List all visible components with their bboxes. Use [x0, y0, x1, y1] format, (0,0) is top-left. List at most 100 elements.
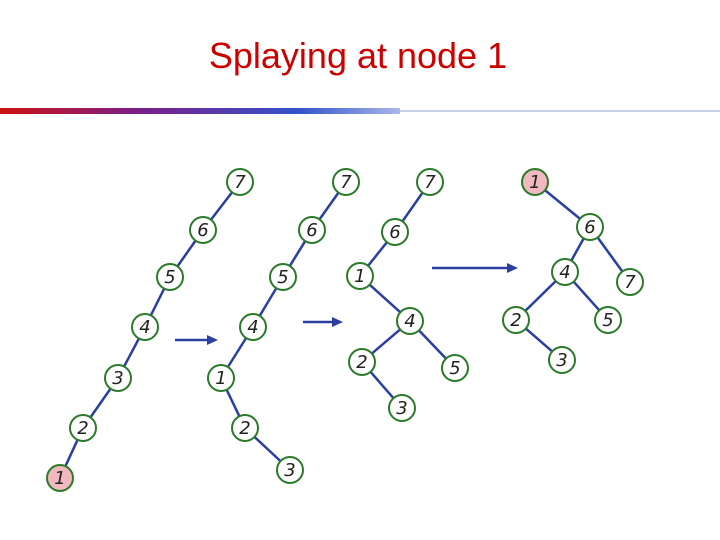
tree-3-edge [417, 329, 448, 360]
tree-4-node-2: 2 [502, 306, 530, 334]
tree-3-node-circle [348, 348, 376, 376]
tree-3-edge [370, 328, 402, 355]
tree-3-node-1: 1 [346, 262, 374, 290]
tree-3-edge [401, 191, 424, 223]
tree-1-node-6: 6 [189, 216, 217, 244]
tree-3-node-3: 3 [388, 394, 416, 422]
tree-3-node-circle [388, 394, 416, 422]
tree-2-node-7: 7 [332, 168, 360, 196]
tree-3-node-label: 7 [424, 172, 436, 193]
arrow-2 [303, 317, 343, 327]
tree-2-node-circle [298, 216, 326, 244]
tree-1-node-7: 7 [226, 168, 254, 196]
tree-2-node-label: 3 [284, 460, 295, 481]
tree-3-node-label: 2 [356, 352, 367, 373]
tree-3-edge [369, 370, 395, 400]
tree-2-edge [253, 435, 282, 463]
arrow-3 [432, 263, 518, 273]
tree-2-edge [288, 239, 307, 268]
tree-1-node-label: 6 [197, 220, 208, 241]
tree-3-node-label: 1 [354, 266, 365, 287]
tree-2-node-circle [207, 364, 235, 392]
arrows-layer [175, 263, 518, 345]
tree-4-edge [570, 237, 585, 262]
tree-4-node-label: 5 [602, 310, 613, 331]
tree-2-node-label: 5 [277, 267, 288, 288]
tree-3-node-5: 5 [441, 354, 469, 382]
tree-3-node-label: 5 [449, 358, 460, 379]
tree-2-node-3: 3 [276, 456, 304, 484]
tree-4-node-7: 7 [616, 268, 644, 296]
tree-4-node-circle [502, 306, 530, 334]
tree-4-edge [596, 236, 624, 273]
tree-1-node-circle [104, 364, 132, 392]
tree-4-node-6: 6 [576, 213, 604, 241]
tree-4-node-5: 5 [594, 306, 622, 334]
tree-1-node-label: 4 [139, 317, 150, 338]
tree-1-node-label: 3 [112, 368, 123, 389]
tree-1-node-2: 2 [69, 414, 97, 442]
tree-2-node-circle [276, 456, 304, 484]
tree-3-node-circle [441, 354, 469, 382]
tree-2-edge [225, 388, 241, 418]
tree-2-node-label: 1 [215, 368, 226, 389]
tree-4-node-label: 1 [529, 172, 540, 193]
tree-1-node-4: 4 [131, 313, 159, 341]
tree-3-node-label: 6 [389, 222, 400, 243]
tree-2-node-circle [269, 263, 297, 291]
tree-1-node-5: 5 [156, 263, 184, 291]
tree-4-edge [543, 188, 582, 221]
tree-2-node-label: 4 [247, 317, 258, 338]
tree-2-edge [226, 336, 248, 369]
tree-1-node-circle [46, 464, 74, 492]
tree-2-node-circle [332, 168, 360, 196]
tree-4-node-circle [521, 168, 549, 196]
tree-4-node-label: 6 [584, 217, 595, 238]
tree-2-node-label: 2 [239, 418, 250, 439]
tree-3-edge [366, 240, 389, 268]
tree-1-node-label: 7 [234, 172, 246, 193]
tree-4-node-label: 3 [556, 350, 567, 371]
tree-2-node-2: 2 [231, 414, 259, 442]
slide-title: Splaying at node 1 [208, 35, 508, 76]
tree-1-node-circle [156, 263, 184, 291]
tree-1-node-label: 2 [77, 418, 88, 439]
tree-4-node-circle [616, 268, 644, 296]
tree-1-edge [89, 387, 112, 419]
tree-2-node-5: 5 [269, 263, 297, 291]
tree-2-node-4: 4 [239, 313, 267, 341]
tree-4-edge [524, 279, 557, 313]
tree-1-edge [149, 287, 166, 317]
tree-4-node-circle [548, 346, 576, 374]
arrow-3-head [507, 263, 518, 273]
tree-1-node-1: 1 [46, 464, 74, 492]
tree-3-node-label: 4 [404, 311, 415, 332]
tree-3-node-label: 3 [396, 398, 407, 419]
tree-3-node-circle [396, 307, 424, 335]
tree-3-node-7: 7 [416, 168, 444, 196]
tree-1-node-3: 3 [104, 364, 132, 392]
title-divider-line [400, 110, 720, 112]
tree-3-edge [368, 283, 402, 314]
tree-3-node-circle [381, 218, 409, 246]
tree-4-node-1: 1 [521, 168, 549, 196]
tree-1-node-circle [69, 414, 97, 442]
tree-1-edge [176, 239, 197, 268]
tree-2-edge [318, 191, 340, 221]
title-divider [0, 108, 720, 114]
tree-4-node-3: 3 [548, 346, 576, 374]
tree-3-node-circle [416, 168, 444, 196]
tree-1-node-circle [226, 168, 254, 196]
tree-1-node-circle [131, 313, 159, 341]
tree-4-node-4: 4 [551, 258, 579, 286]
tree-4-edge [524, 327, 554, 353]
tree-1-edge [122, 337, 141, 368]
tree-2-node-circle [231, 414, 259, 442]
tree-1-node-circle [189, 216, 217, 244]
tree-3-node-6: 6 [381, 218, 409, 246]
tree-3-node-circle [346, 262, 374, 290]
arrow-2-head [332, 317, 343, 327]
